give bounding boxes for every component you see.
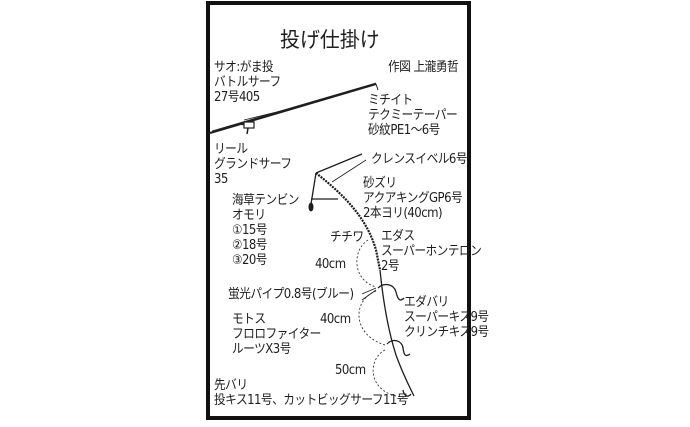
branch-line-label: エダス スーパーホンテロン 2号 (381, 229, 482, 274)
rod-icon (209, 82, 379, 135)
sinker-label: 海草テンビン オモリ ①15号 ②18号 ③20号 (232, 193, 300, 268)
reel-label: リール グランドサーフ 35 (214, 142, 292, 187)
mainline-label: ミチイト テクミーテーパー 砂紋PE1〜6号 (368, 93, 458, 138)
swivel-label: クレンスイベル6号 (371, 152, 468, 167)
pipe-pointer (361, 287, 377, 301)
sinker-icon (308, 172, 338, 212)
spacing-arcs (356, 239, 405, 398)
spacing-label-3: 50cm (335, 363, 366, 378)
spacing-label-2: 40cm (320, 312, 351, 327)
credit-text: 作図 上瀧勇哲 (388, 60, 459, 75)
chichiwa-label: チチワ (330, 230, 364, 245)
page-title: 投げ仕掛け (280, 28, 380, 52)
branch-hook-label: エダバリ スーパーキス9号 クリンチキス9号 (404, 295, 489, 340)
spacing-label-1: 40cm (315, 257, 346, 272)
leader-line (379, 269, 415, 397)
tip-hook-label: 先バリ 投キス11号、カットビッグサーフ11号 (214, 378, 409, 408)
main-line (315, 153, 367, 183)
rod-label: サオ:がま投 バトルサーフ 27号405 (214, 60, 281, 105)
branch-hook-icon (377, 283, 412, 397)
diagram-frame (206, 1, 471, 420)
shockleader-label: 砂ズリ アクアキングGP6号 2本ヨリ(40cm) (363, 176, 463, 221)
pipe-label: 蛍光パイプ0.8号(ブルー) (228, 287, 354, 302)
leader-label: モトス フロロファイター ルーツX3号 (232, 312, 321, 357)
shock-leader-line (315, 172, 382, 271)
reel-icon (239, 121, 255, 135)
